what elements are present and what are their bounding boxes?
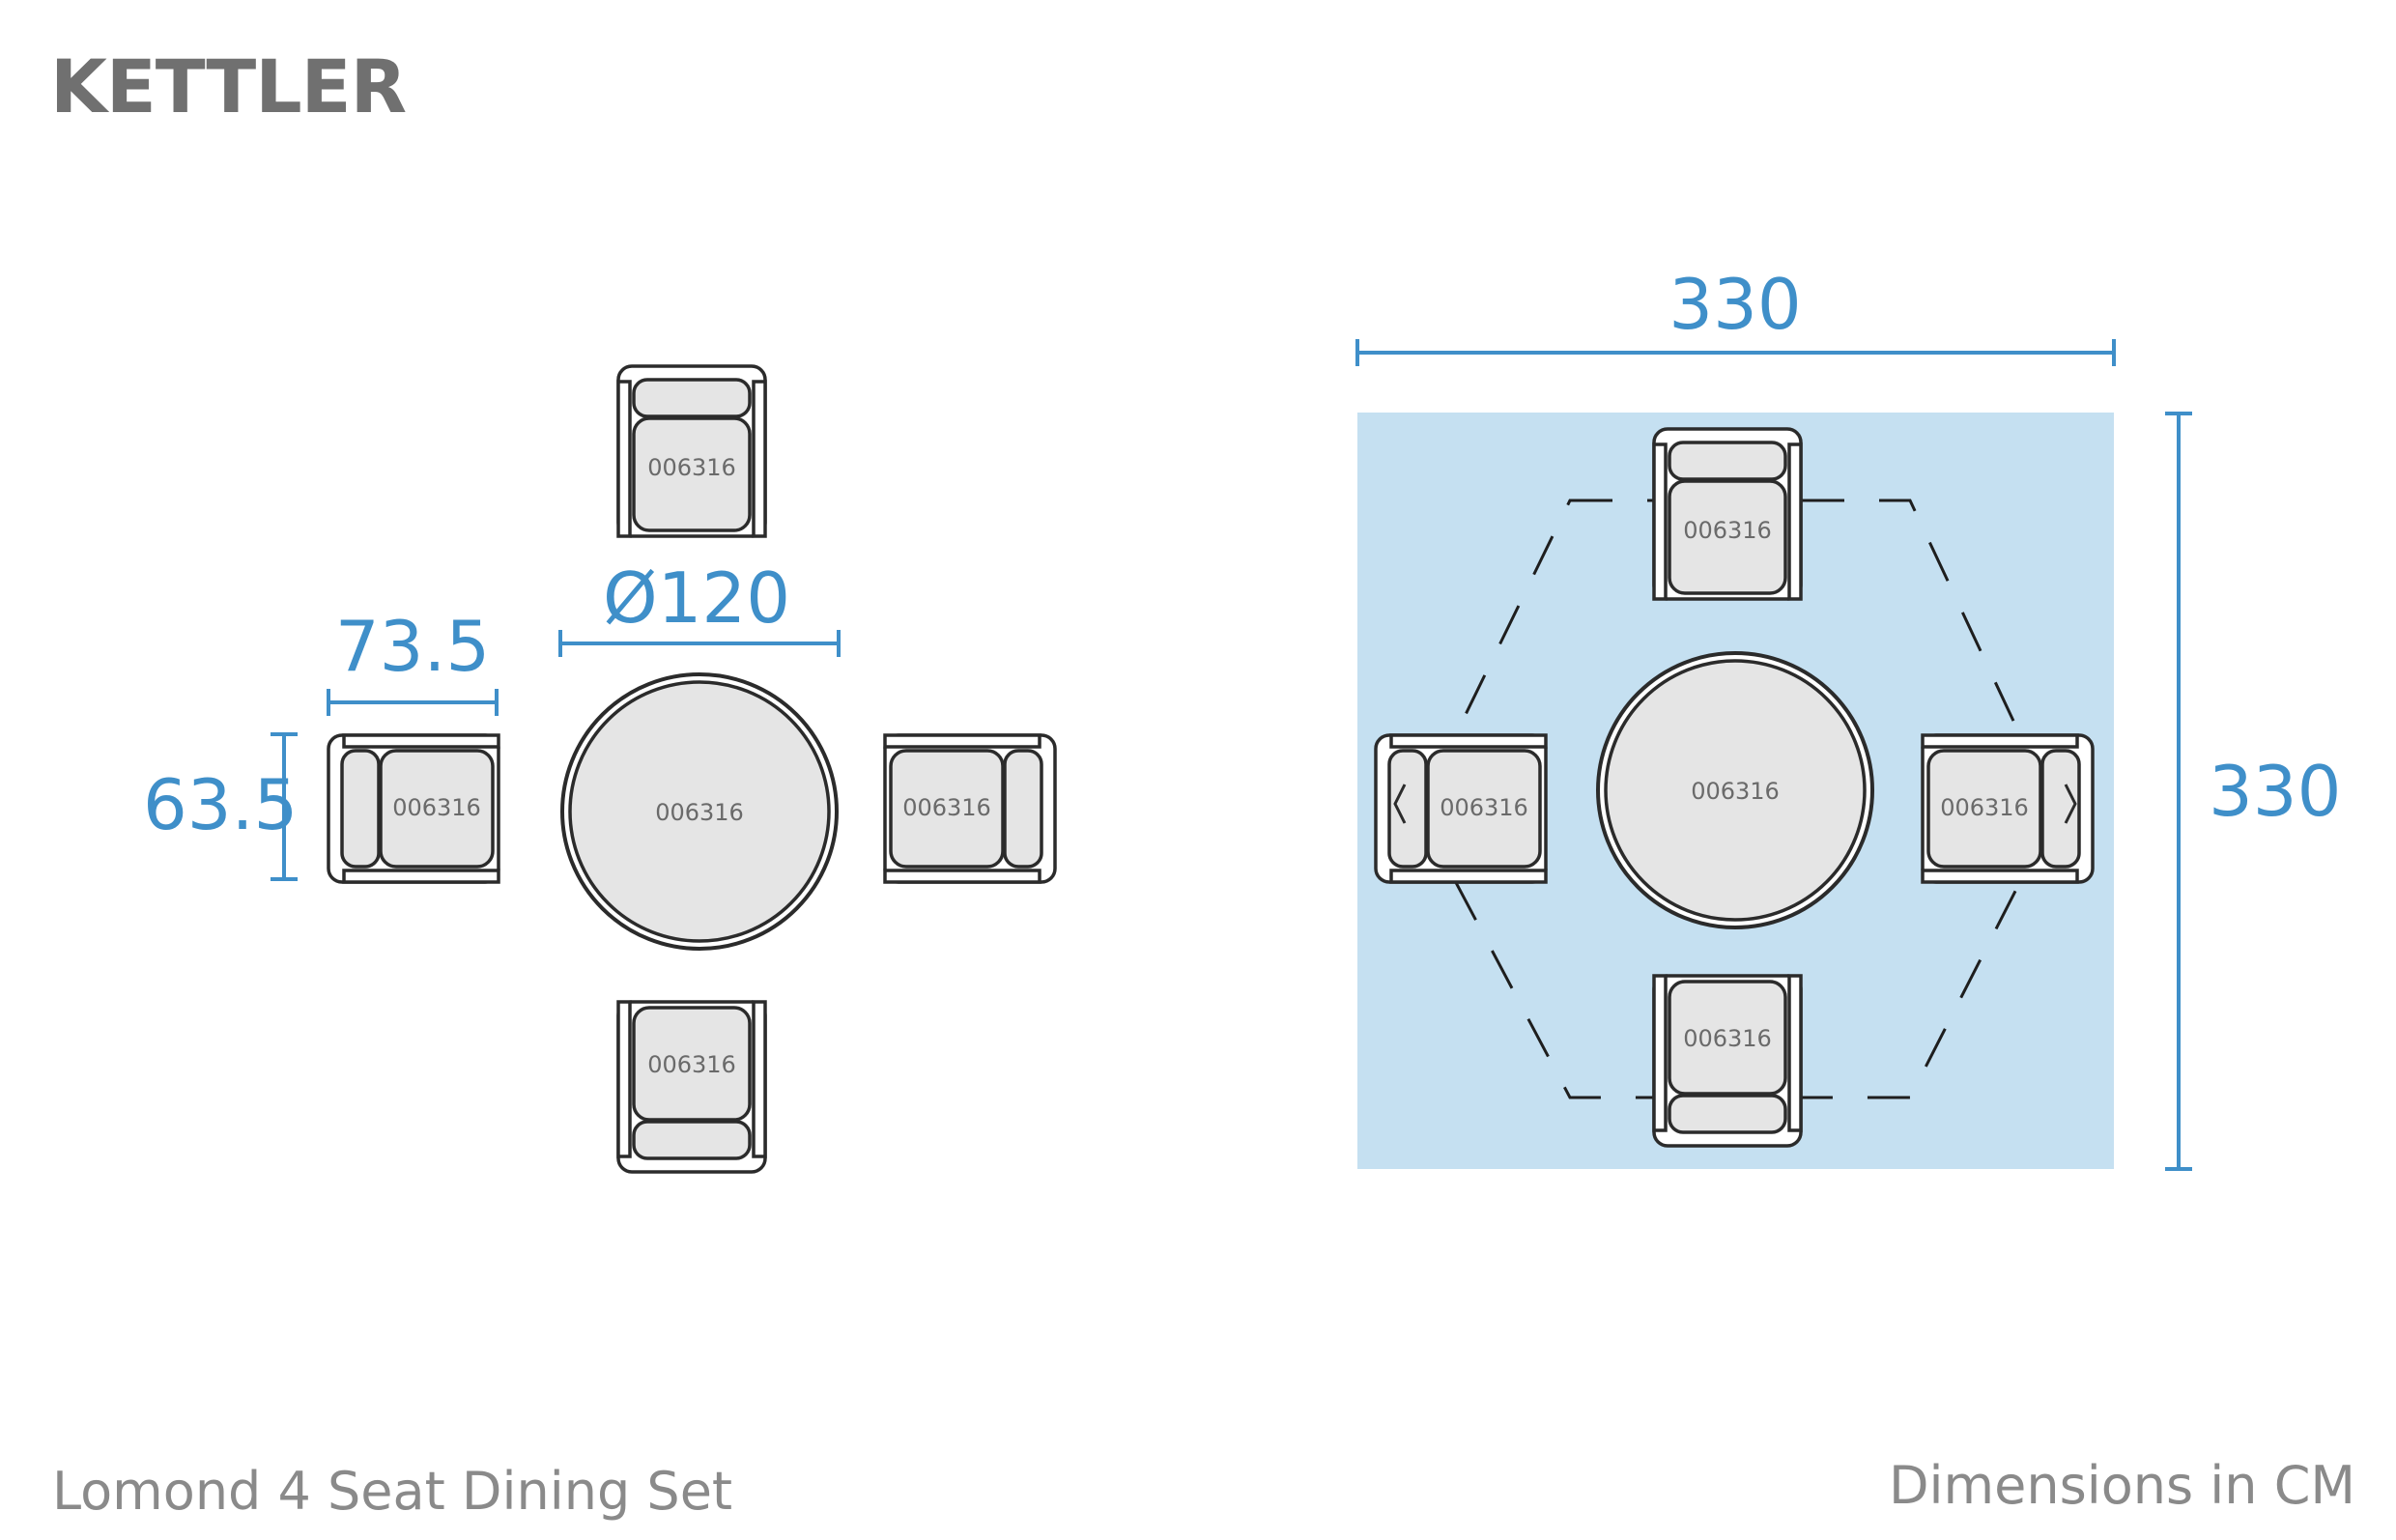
left-chair-north: 006316 [616, 364, 767, 538]
brand-logo: KETTLER [50, 43, 406, 129]
left-chair-south: 006316 [616, 1000, 767, 1174]
footprint-width-dimension: 330 [1355, 264, 2116, 366]
chair-code: 006316 [1683, 1025, 1772, 1052]
footprint-width-label: 330 [1669, 264, 1801, 345]
chair-depth-label: 63.5 [143, 764, 298, 845]
chair-code: 006316 [647, 1051, 736, 1078]
chair-code: 006316 [647, 454, 736, 481]
chair-code: 006316 [392, 794, 481, 821]
chair-width-label: 73.5 [335, 606, 490, 687]
footprint-depth-dimension: 330 [2165, 412, 2341, 1171]
right-chair-east: 006316 [1921, 733, 2095, 884]
footprint-depth-label: 330 [2209, 751, 2341, 832]
chair-code: 006316 [902, 794, 991, 821]
chair-depth-dimension: 63.5 [143, 732, 298, 881]
right-table: 006316 [1596, 651, 1874, 929]
chair-code: 006316 [1683, 517, 1772, 544]
right-chair-south: 006316 [1652, 974, 1803, 1148]
clearance-outline [1416, 499, 2058, 1099]
table-code: 006316 [1691, 778, 1780, 805]
units-note: Dimensions in CM [1889, 1455, 2355, 1516]
table-diameter-dimension: Ø120 [558, 557, 841, 657]
left-chair-west: 006316 [327, 733, 500, 884]
right-view: 330 330 006316 006316 006316 [1355, 264, 2341, 1171]
table-code: 006316 [655, 799, 744, 826]
chair-code: 006316 [1440, 794, 1528, 821]
right-chair-west: 006316 [1374, 733, 1548, 884]
chair-width-dimension: 73.5 [327, 606, 499, 716]
product-name: Lomond 4 Seat Dining Set [52, 1461, 732, 1522]
left-chair-east: 006316 [883, 733, 1057, 884]
table-diameter-label: Ø120 [603, 557, 790, 639]
chair-code: 006316 [1940, 794, 2029, 821]
chevron-left-icon [1393, 784, 1407, 824]
left-view: 73.5 63.5 Ø120 006316 006316 [143, 364, 1057, 1174]
right-chair-north: 006316 [1652, 427, 1803, 601]
chevron-right-icon [2064, 784, 2077, 824]
left-table: 006316 [560, 672, 839, 951]
